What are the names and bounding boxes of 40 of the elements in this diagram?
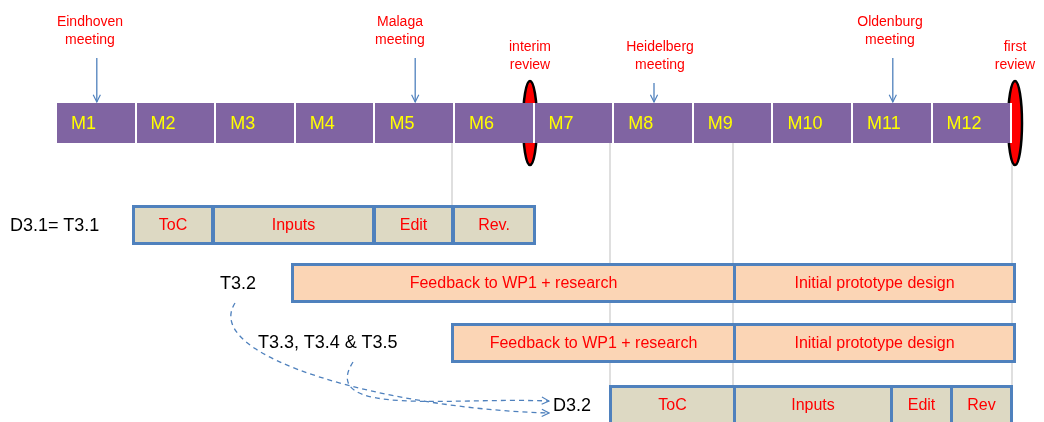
month-cell: M4 xyxy=(295,103,376,143)
task-bar: ToC xyxy=(609,385,736,422)
event-label: Malaga meeting xyxy=(360,12,440,56)
task-bar: Edit xyxy=(890,385,953,422)
month-cell: M3 xyxy=(216,103,296,143)
task-bar: Edit xyxy=(373,205,454,245)
month-cell: M10 xyxy=(773,103,853,143)
task-label: T3.2 xyxy=(220,264,270,302)
task-bar: Initial prototype design xyxy=(733,263,1016,303)
month-cell: M11 xyxy=(853,103,933,143)
month-cell: M6 xyxy=(455,103,535,143)
month-cell: M5 xyxy=(375,103,455,143)
arrow xyxy=(649,82,659,103)
arrow xyxy=(411,57,420,103)
arrow xyxy=(347,361,550,405)
month-cell: M2 xyxy=(136,103,217,143)
task-bar: Feedback to WP1 + research xyxy=(451,323,736,363)
arrow xyxy=(230,302,550,417)
month-cell: M8 xyxy=(614,103,694,143)
event-label: Eindhoven meeting xyxy=(50,12,130,56)
month-cell: M9 xyxy=(693,103,774,143)
event-label: Heidelberg meeting xyxy=(615,37,705,81)
task-bar: Rev xyxy=(950,385,1013,422)
task-bar: ToC xyxy=(132,205,214,245)
task-bar: Initial prototype design xyxy=(733,323,1016,363)
task-bar: Rev. xyxy=(452,205,536,245)
task-label: T3.3, T3.4 & T3.5 xyxy=(258,323,448,361)
milestone-label: first review xyxy=(993,37,1037,73)
task-label: D3.1= T3.1 xyxy=(10,213,100,237)
month-cell: M1 xyxy=(57,103,137,143)
task-label: D3.2 xyxy=(553,387,603,422)
event-label: Oldenburg meeting xyxy=(845,12,935,56)
milestone-label: interim review xyxy=(508,37,552,73)
task-bar: Inputs xyxy=(733,385,893,422)
task-bar: Feedback to WP1 + research xyxy=(291,263,736,303)
task-bar: Inputs xyxy=(212,205,375,245)
month-cell: M12 xyxy=(932,103,1013,143)
arrow xyxy=(888,57,897,103)
arrow xyxy=(92,57,101,103)
month-cell: M7 xyxy=(534,103,615,143)
